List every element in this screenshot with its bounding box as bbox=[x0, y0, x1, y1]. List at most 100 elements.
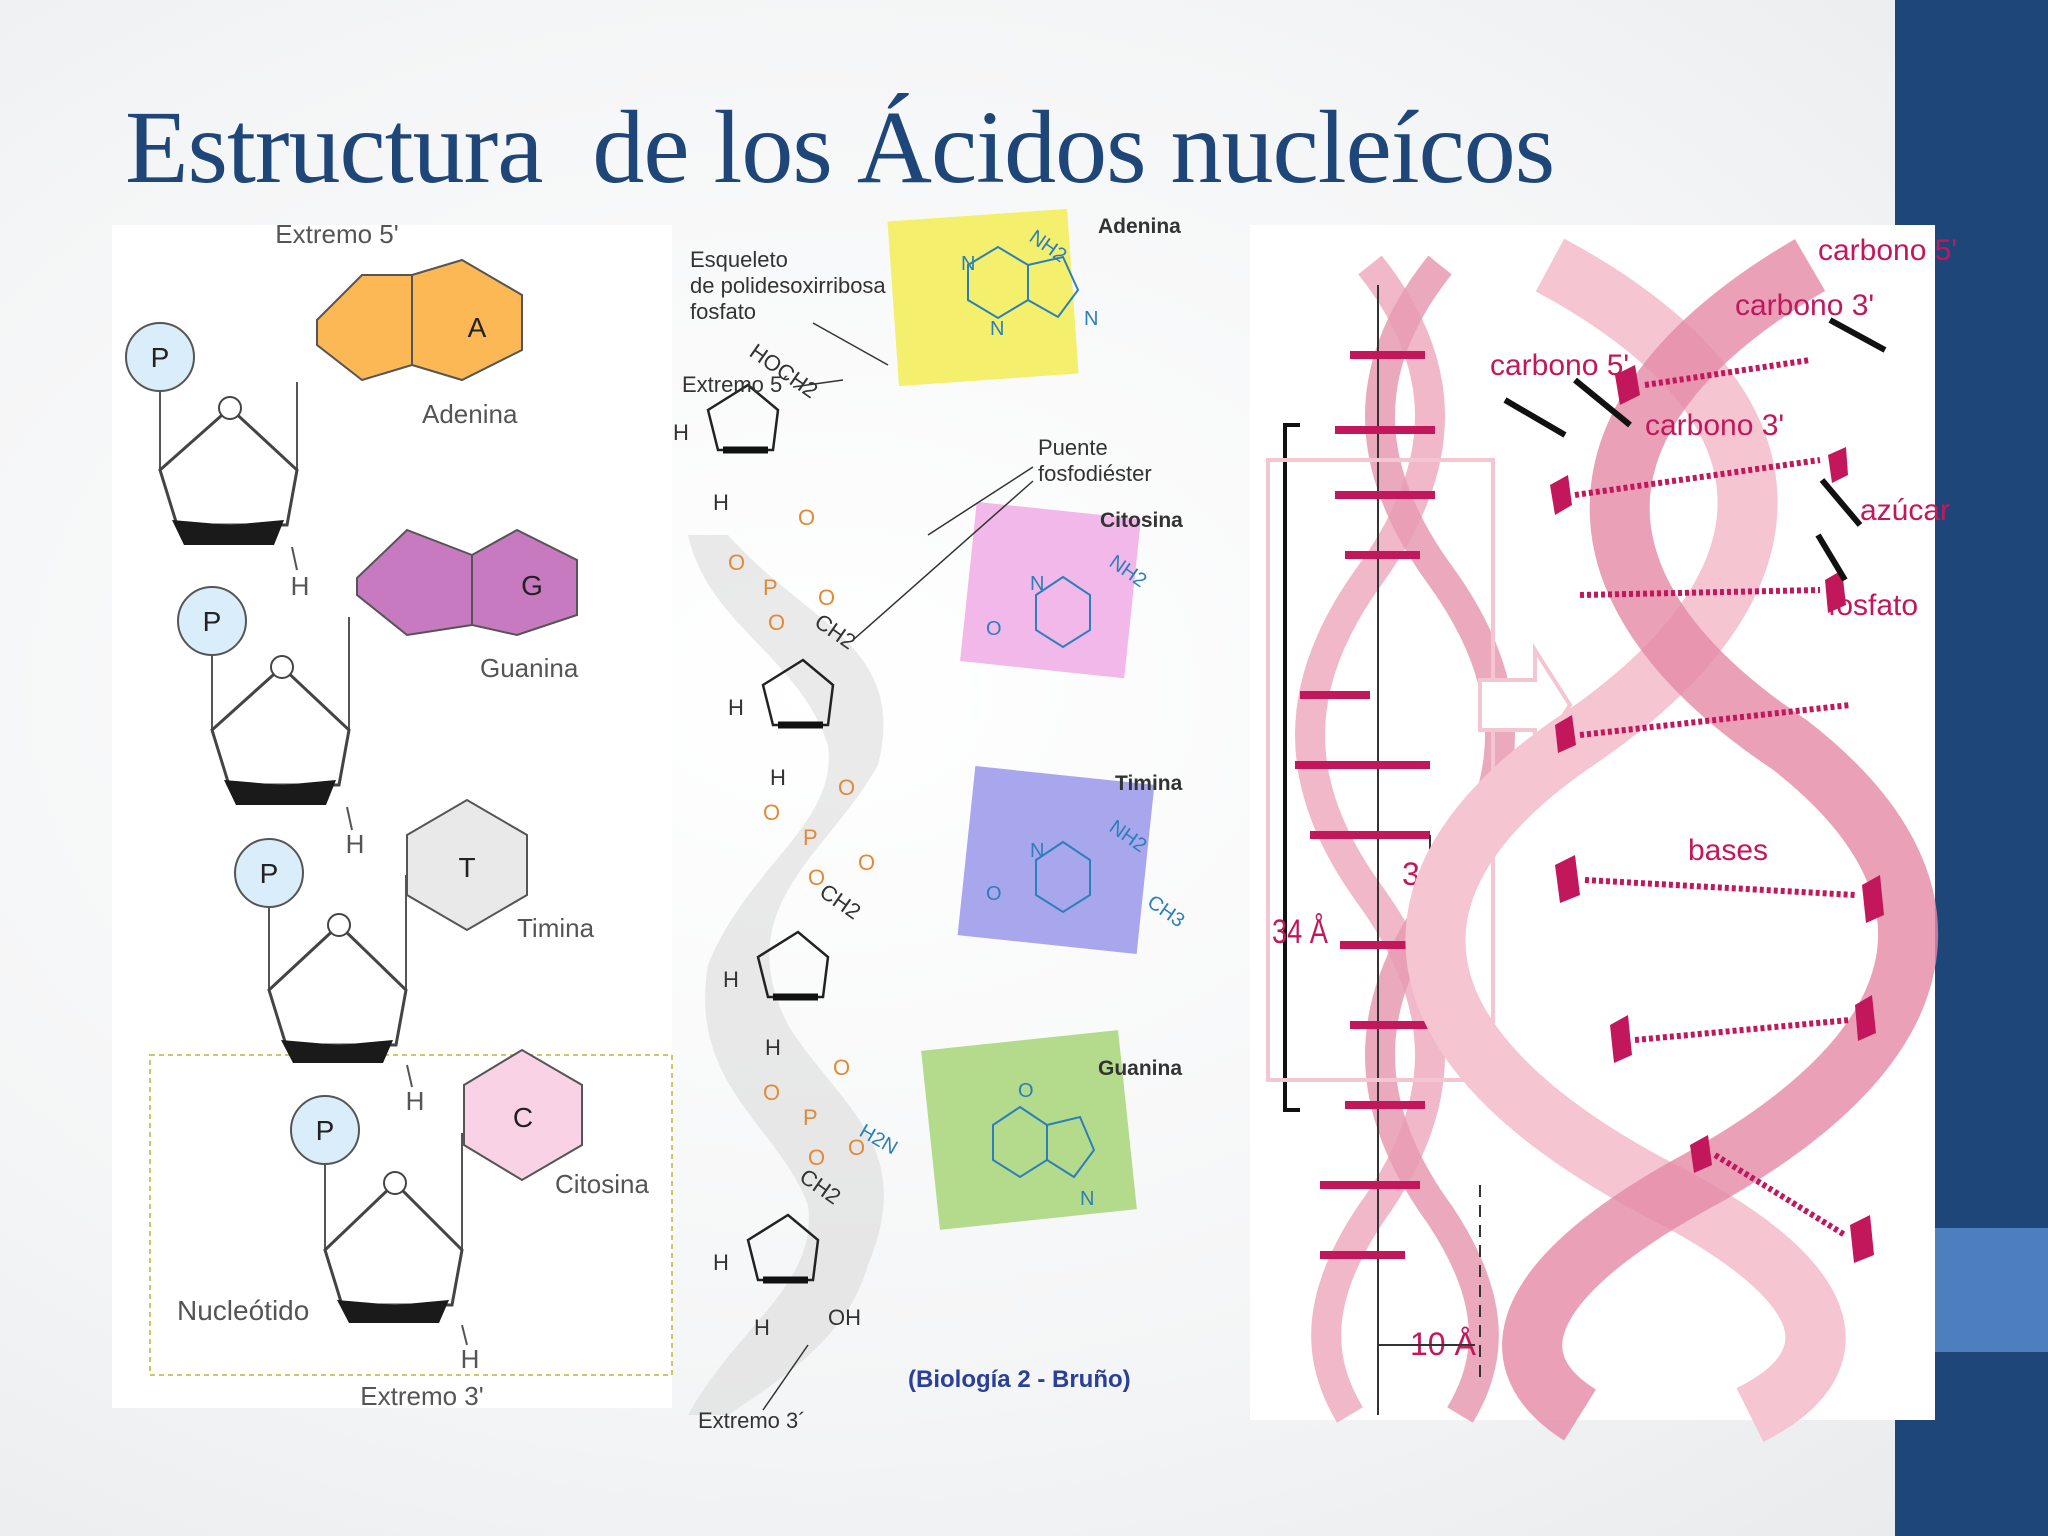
svg-text:O: O bbox=[808, 1145, 825, 1170]
backbone-label-1: Esqueleto bbox=[690, 247, 788, 272]
svg-text:O: O bbox=[848, 1135, 865, 1160]
phosphate-circle bbox=[290, 1095, 360, 1165]
label-carbono3-mid: carbono 3' bbox=[1645, 409, 1784, 442]
svg-text:O: O bbox=[763, 1080, 780, 1105]
svg-text:H: H bbox=[723, 967, 739, 992]
nucleotide-chain-diagram: Extremo 5' Extremo 3' Nucleótido P H A A… bbox=[125, 219, 673, 1411]
base-title-timina: Timina bbox=[1115, 772, 1183, 795]
label-extremo-3: Extremo 3' bbox=[360, 1381, 483, 1411]
double-helix-diagram: 34 Å 3,4 Å 10 Å carbono 5' carbono 3' ca… bbox=[1266, 234, 1957, 1442]
chemical-structure-diagram: Adenina Citosina Timina Guanina NH2 N N … bbox=[673, 208, 1189, 1433]
nucleotide-thymine: P H T Timina bbox=[234, 798, 595, 1116]
base-pairs bbox=[1574, 357, 1856, 1238]
base-letter-t: T bbox=[458, 852, 475, 883]
left-helix-strand-a bbox=[1295, 255, 1445, 1423]
svg-text:O: O bbox=[858, 850, 875, 875]
svg-text:H: H bbox=[754, 1315, 770, 1340]
svg-text:P: P bbox=[763, 575, 778, 600]
base-shape-t bbox=[406, 798, 528, 932]
sugar-ring bbox=[210, 664, 351, 787]
base-shape-c bbox=[463, 1048, 583, 1182]
base-shape-g-ring bbox=[471, 528, 578, 637]
base-block-timina bbox=[957, 766, 1155, 954]
pitch-bracket bbox=[1283, 423, 1300, 1112]
base-title-citosina: Citosina bbox=[1100, 509, 1183, 532]
backbone-label-2: de polidesoxirribosa bbox=[690, 273, 886, 298]
sugar-ring-bottom bbox=[281, 1040, 393, 1063]
base-name-guanina: Guanina bbox=[480, 653, 579, 683]
hydrogen-label: H bbox=[406, 1086, 425, 1116]
base-block-adenina bbox=[887, 208, 1079, 387]
label-extremo-5-mid: Extremo 5´ bbox=[682, 372, 790, 397]
base-rings bbox=[967, 245, 1096, 1179]
base-block-guanina bbox=[921, 1030, 1137, 1230]
base-letter-c: C bbox=[513, 1102, 533, 1133]
base-letter-g: G bbox=[521, 570, 543, 601]
ring-oxygen bbox=[327, 913, 351, 937]
backbone-shading bbox=[688, 535, 884, 1415]
label-extremo-5: Extremo 5' bbox=[275, 219, 398, 249]
detail-helix bbox=[1405, 238, 1938, 1442]
ring-oxygen bbox=[270, 655, 294, 679]
detail-helix-strand-a bbox=[1405, 238, 1846, 1442]
phosphate-label: P bbox=[260, 858, 279, 889]
chemical-structure-panel: Adenina Citosina Timina Guanina NH2 N N … bbox=[668, 205, 1208, 1455]
svg-text:O: O bbox=[1018, 1080, 1034, 1102]
base-shape-g bbox=[356, 528, 473, 637]
svg-text:O: O bbox=[768, 610, 785, 635]
svg-text:O: O bbox=[728, 550, 745, 575]
phosphate-circle bbox=[177, 586, 247, 656]
sugar-rings bbox=[706, 383, 835, 1282]
sugar-ring-bottom bbox=[224, 780, 336, 805]
svg-text:O: O bbox=[818, 585, 835, 610]
sugar-ring-bottom bbox=[337, 1300, 449, 1323]
left-helix-rungs bbox=[1295, 351, 1435, 1259]
svg-text:N: N bbox=[1084, 308, 1098, 330]
sugar-ring-bottom bbox=[172, 520, 284, 545]
svg-text:O: O bbox=[986, 883, 1002, 905]
nucleotide-chain-panel: Extremo 5' Extremo 3' Nucleótido P H A A… bbox=[112, 219, 673, 1411]
base-title-guanina: Guanina bbox=[1098, 1057, 1182, 1080]
base-block-citosina bbox=[960, 501, 1141, 679]
phosphate-circle bbox=[234, 838, 304, 908]
base-name-adenina: Adenina bbox=[422, 399, 518, 429]
svg-text:H: H bbox=[673, 420, 689, 445]
phosphate-label: P bbox=[151, 342, 170, 373]
svg-text:H: H bbox=[770, 765, 786, 790]
nucleotide-guanine: P H G Guanina bbox=[177, 528, 579, 859]
base-name-citosina: Citosina bbox=[555, 1169, 649, 1199]
base-shape-a bbox=[316, 274, 413, 382]
label-azucar: azúcar bbox=[1860, 494, 1950, 527]
svg-text:N: N bbox=[1030, 573, 1044, 595]
svg-text:N: N bbox=[990, 318, 1004, 340]
hydrogen-label: H bbox=[461, 1344, 480, 1374]
svg-text:N: N bbox=[961, 253, 975, 275]
label-puente-1: Puente bbox=[1038, 435, 1108, 460]
svg-text:P: P bbox=[803, 825, 818, 850]
label-extremo-3-mid: Extremo 3´ bbox=[698, 1408, 806, 1433]
svg-text:H: H bbox=[713, 490, 729, 515]
svg-text:H: H bbox=[765, 1035, 781, 1060]
svg-text:O: O bbox=[838, 775, 855, 800]
label-fosfato: fosfato bbox=[1828, 589, 1918, 622]
base-name-timina: Timina bbox=[517, 913, 595, 943]
slide-title: Estructura de los Ácidos nucleícos bbox=[125, 90, 1555, 205]
double-helix-panel: 34 Å 3,4 Å 10 Å carbono 5' carbono 3' ca… bbox=[1250, 225, 1957, 1442]
callout-pointers bbox=[1503, 317, 1887, 582]
label-puente-2: fosfodiéster bbox=[1038, 461, 1152, 486]
backbone-label-3: fosfato bbox=[690, 299, 756, 324]
svg-text:O: O bbox=[808, 865, 825, 890]
backbone-groups: HOCH2 CH2 CH2 CH2 OH H H H H H H H H bbox=[673, 339, 866, 1340]
leader-lines bbox=[762, 322, 1034, 1411]
base-shape-a-ring bbox=[411, 258, 523, 382]
source-credit: (Biología 2 - Bruño) bbox=[908, 1366, 1131, 1393]
label-carbono3-top: carbono 3' bbox=[1735, 289, 1874, 322]
label-bases: bases bbox=[1688, 834, 1768, 867]
svg-text:N: N bbox=[1080, 1188, 1094, 1210]
svg-text:O: O bbox=[798, 505, 815, 530]
nucleotide-box bbox=[149, 1054, 673, 1376]
pitch-label: 34 Å bbox=[1272, 912, 1328, 951]
svg-text:H: H bbox=[728, 695, 744, 720]
sugar-ring bbox=[323, 1180, 464, 1307]
svg-text:O: O bbox=[986, 618, 1002, 640]
